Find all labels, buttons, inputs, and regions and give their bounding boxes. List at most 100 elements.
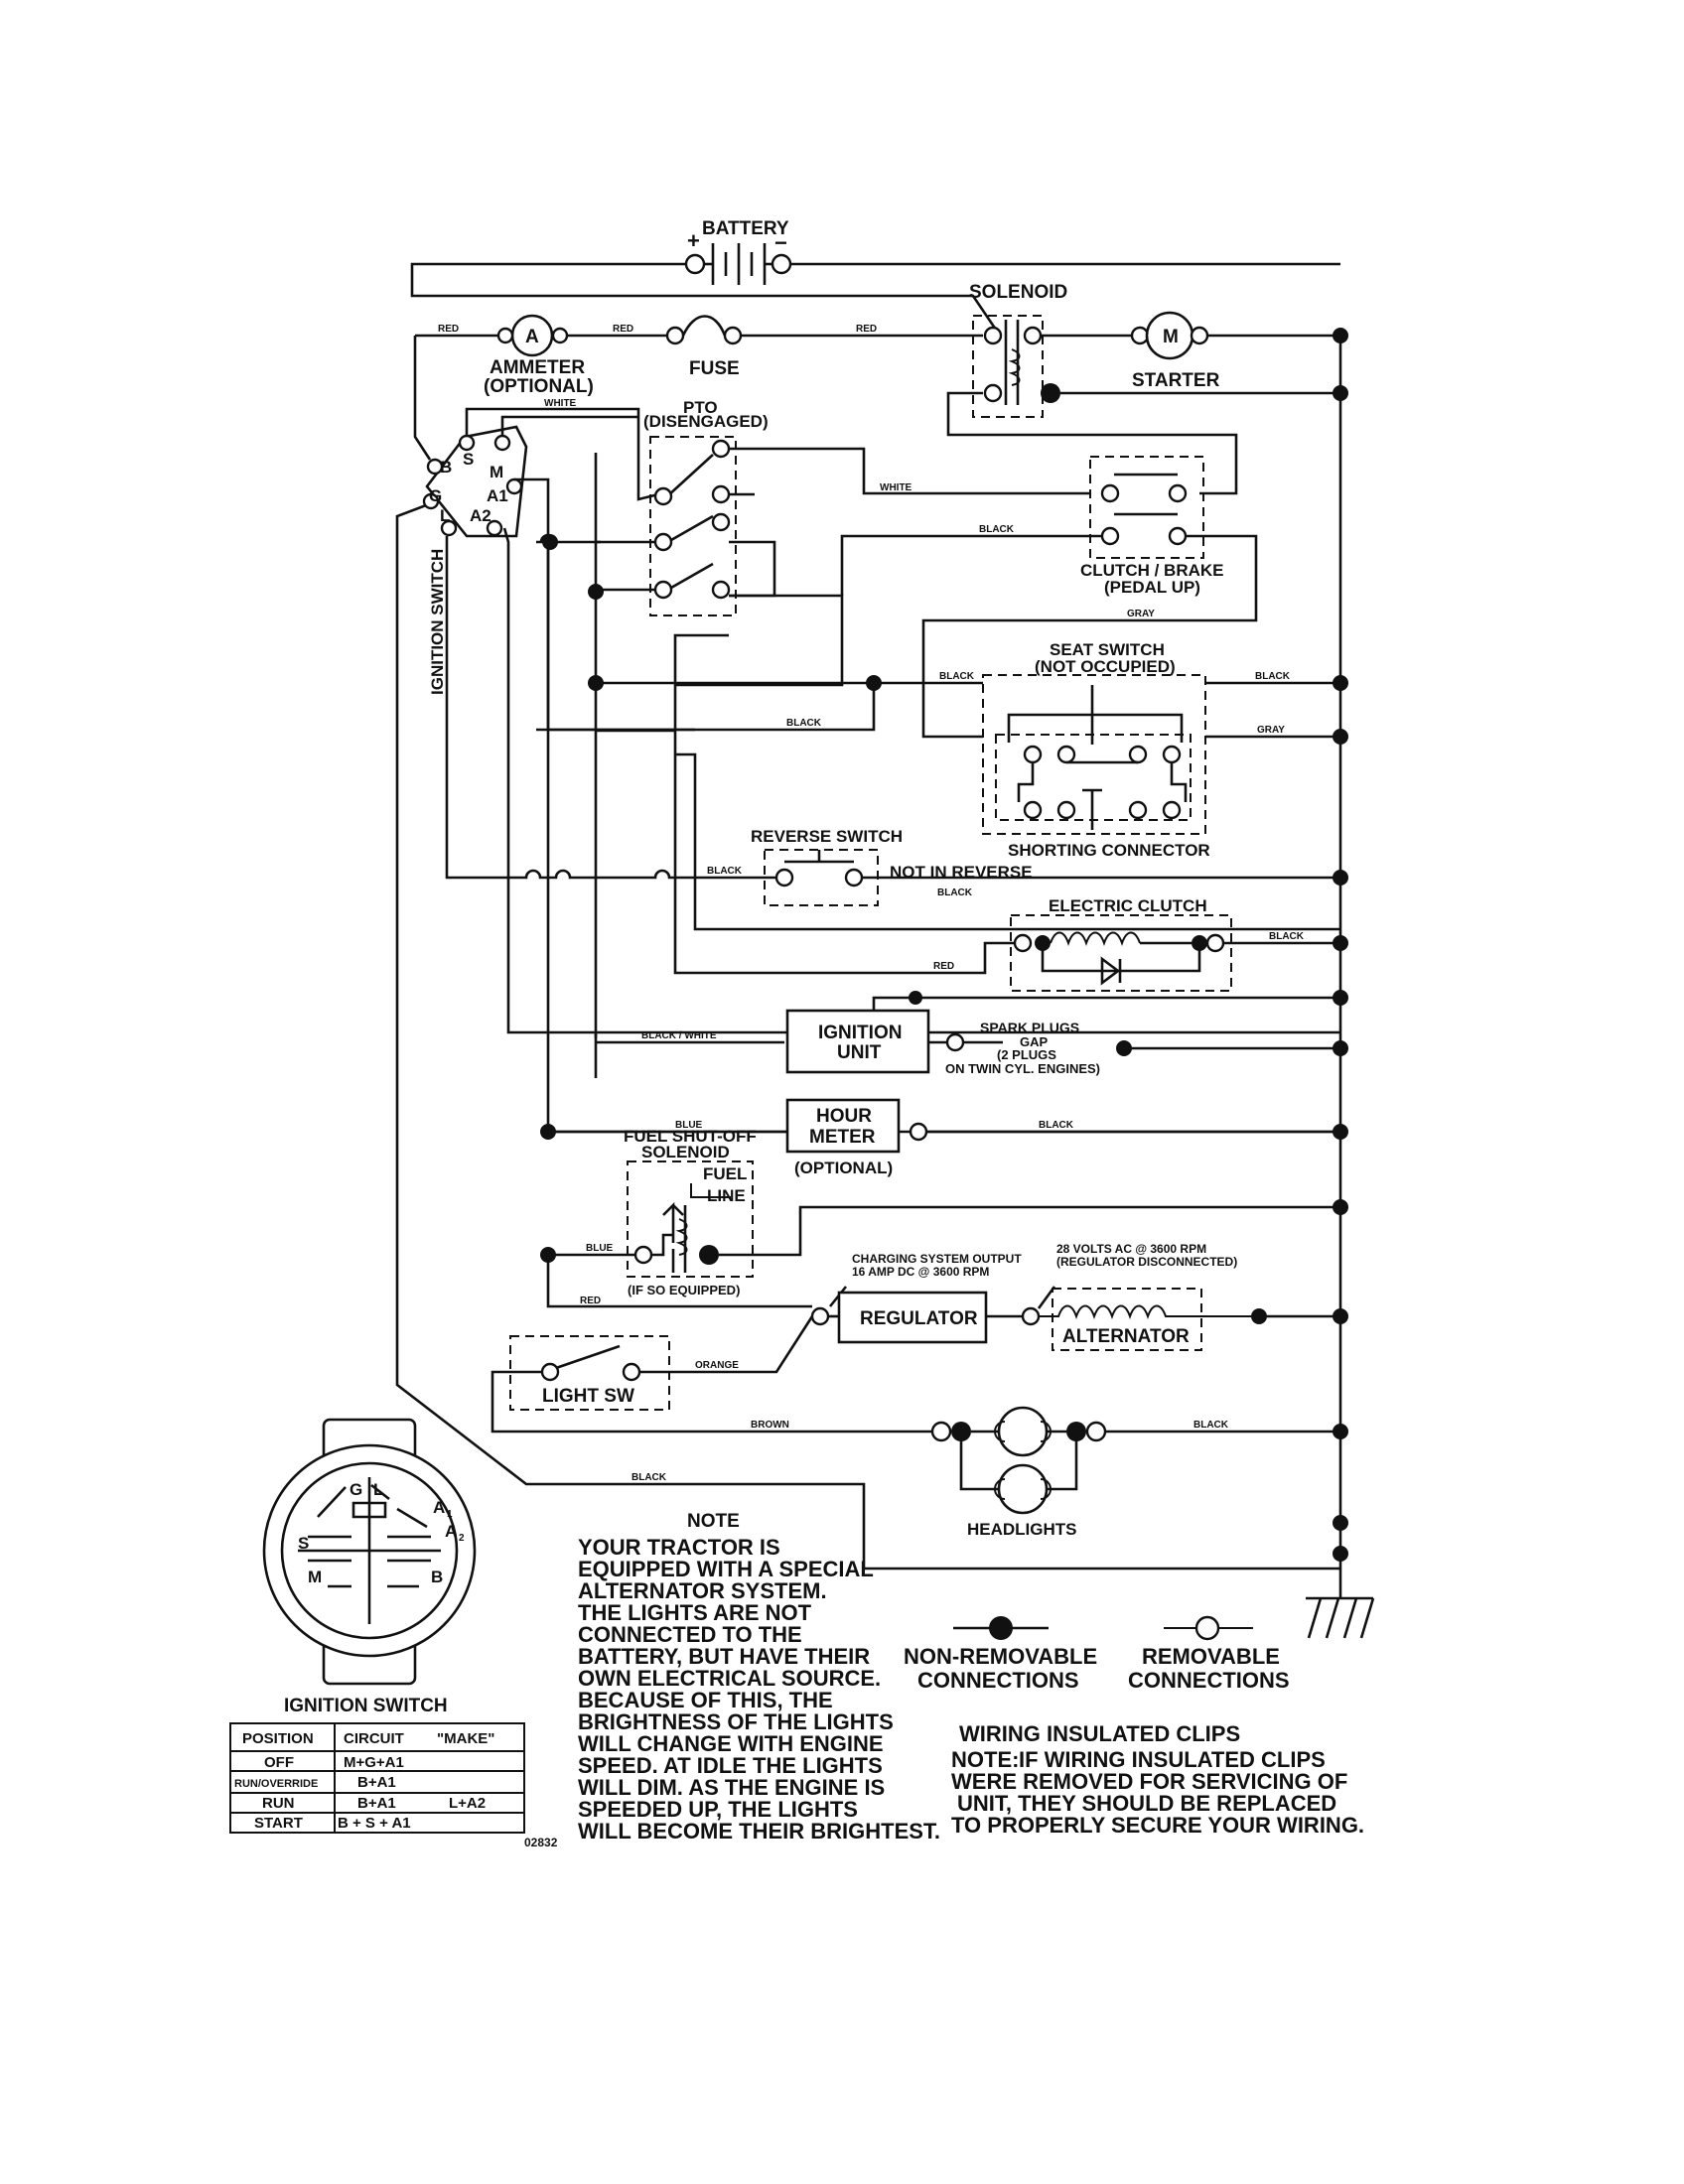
face-label-b: B (431, 1568, 443, 1586)
terminal-s: S (463, 450, 474, 469)
ignition-unit: IGNITION UNIT SPARK PLUGS GAP (2 PLUGS O… (785, 1009, 1132, 1076)
note-line: WILL DIM. AS THE ENGINE IS (578, 1775, 885, 1800)
ignition-switch-face: G L A 1 A 2 S M B (262, 1418, 477, 1686)
legend-removable-1: REMOVABLE (1142, 1644, 1280, 1669)
light-sw-label: LIGHT SW (542, 1386, 634, 1407)
pto-switch: PTO (DISENGAGED) (643, 398, 769, 616)
note-title: NOTE (687, 1511, 740, 1532)
clips-note-prefix: NOTE: (951, 1747, 1019, 1772)
terminal-b: B (440, 458, 452, 477)
note-line: SPEED. AT IDLE THE LIGHTS (578, 1753, 883, 1778)
wire-label-red-clutch: RED (933, 961, 954, 972)
wire-label-black-6: BLACK (937, 887, 973, 898)
face-label-g: G (350, 1480, 362, 1499)
wire-label-blue-1: BLUE (675, 1120, 703, 1131)
table-header-circuit: CIRCUIT (344, 1730, 404, 1747)
legend-non-removable-1: NON-REMOVABLE (904, 1644, 1097, 1669)
wire-label-black-white: BLACK / WHITE (641, 1030, 717, 1041)
table-cell-circuit: M+G+A1 (344, 1754, 404, 1771)
face-label-a2-sub: 2 (459, 1533, 465, 1544)
table-cell-position: RUN/OVERRIDE (234, 1778, 318, 1790)
clips-note-line: WERE REMOVED FOR SERVICING OF (951, 1769, 1347, 1794)
pto-state-label: (DISENGAGED) (643, 412, 769, 431)
if-so-equipped-label: (IF SO EQUIPPED) (628, 1283, 740, 1297)
starter-motor: M STARTER (1130, 311, 1220, 391)
ignition-switch-terminals: B S M G A1 L A2 (422, 425, 528, 538)
wire-label-black-headlight-ground: BLACK (632, 1472, 667, 1483)
table-cell-position: OFF (264, 1754, 294, 1771)
legend: NON-REMOVABLE CONNECTIONS REMOVABLE CONN… (904, 1615, 1290, 1693)
hour-meter: HOUR METER (OPTIONAL) (785, 1098, 928, 1177)
junction-black-1 (588, 584, 604, 600)
wire-label-black-4: BLACK (1255, 671, 1291, 682)
fuel-shutoff-solenoid: FUEL SHUT-OFF SOLENOID FUEL LINE (IF SO … (624, 1127, 757, 1297)
switch-table: POSITION CIRCUIT "MAKE" OFF M+G+A1 RUN/O… (229, 1722, 525, 1834)
battery: BATTERY + − (684, 218, 792, 285)
wire-label-brown: BROWN (751, 1420, 789, 1431)
note-line: WILL CHANGE WITH ENGINE (578, 1731, 884, 1756)
spark-plugs-label-3: (2 PLUGS (997, 1047, 1056, 1062)
charging-output-label-2: 16 AMP DC @ 3600 RPM (852, 1265, 989, 1279)
wire-label-orange: ORANGE (695, 1360, 739, 1371)
clips-note-block: WIRING INSULATED CLIPS NOTE: IF WIRING I… (951, 1721, 1364, 1838)
electric-clutch-label: ELECTRIC CLUTCH (1049, 896, 1207, 915)
junction-hour-meter (540, 1124, 556, 1140)
seat-switch-label: SEAT SWITCH (1050, 640, 1165, 659)
spark-plugs-label-1: SPARK PLUGS (980, 1020, 1079, 1035)
headlights-label: HEADLIGHTS (967, 1520, 1077, 1539)
terminal-l: L (440, 506, 450, 525)
ignition-unit-label-2: UNIT (837, 1042, 882, 1063)
regulator-label: REGULATOR (860, 1308, 978, 1329)
diagram-code: 02832 (524, 1836, 558, 1849)
solenoid: SOLENOID (969, 282, 1067, 418)
note-line: OWN ELECTRICAL SOURCE. (578, 1666, 881, 1691)
ignition-unit-label-1: IGNITION (818, 1023, 902, 1043)
note-line: SPEEDED UP, THE LIGHTS (578, 1797, 858, 1822)
face-label-a1-sub: 1 (447, 1509, 453, 1520)
wire-label-gray-2: GRAY (1257, 725, 1285, 736)
clutch-brake-switch: CLUTCH / BRAKE (PEDAL UP) (1080, 456, 1224, 597)
regulator: REGULATOR CHARGING SYSTEM OUTPUT 16 AMP … (810, 1252, 1022, 1344)
fuel-line-label-1: FUEL (703, 1164, 747, 1183)
ammeter-optional-label: (OPTIONAL) (484, 376, 594, 397)
fuel-line-label-2: LINE (707, 1186, 746, 1205)
face-label-l: L (373, 1480, 383, 1499)
clips-note-line: TO PROPERLY SECURE YOUR WIRING. (951, 1813, 1364, 1838)
terminal-m: M (490, 463, 503, 481)
note-line: YOUR TRACTOR IS (578, 1535, 780, 1560)
fuel-solenoid-label-1: FUEL SHUT-OFF (624, 1127, 757, 1146)
wire-label-black-8: BLACK (1039, 1120, 1074, 1131)
hour-meter-optional-label: (OPTIONAL) (794, 1159, 893, 1177)
wire-label-black-3: BLACK (939, 671, 975, 682)
spark-plugs-label-4: ON TWIN CYL. ENGINES) (945, 1061, 1100, 1076)
ammeter-symbol: A (525, 327, 539, 347)
wire-label-black-9: BLACK (1193, 1420, 1229, 1431)
reverse-switch: REVERSE SWITCH NOT IN REVERSE (751, 827, 1033, 906)
battery-label: BATTERY (702, 218, 789, 239)
terminal-a1: A1 (487, 486, 508, 505)
spark-plugs-label-2: GAP (1020, 1034, 1049, 1049)
starter-symbol: M (1163, 327, 1179, 347)
shorting-connector-label: SHORTING CONNECTOR (1008, 841, 1210, 860)
electric-clutch: ELECTRIC CLUTCH (1010, 896, 1232, 992)
clutch-brake-label: CLUTCH / BRAKE (1080, 561, 1224, 580)
removable-symbol (1194, 1615, 1220, 1641)
wire-label-red-regulator: RED (580, 1296, 601, 1306)
legend-non-removable-2: CONNECTIONS (917, 1668, 1079, 1693)
alternator-spec-label-1: 28 VOLTS AC @ 3600 RPM (1056, 1242, 1206, 1256)
alternator-spec-label-2: (REGULATOR DISCONNECTED) (1056, 1255, 1237, 1269)
clips-note-line: UNIT, THEY SHOULD BE REPLACED (957, 1791, 1336, 1816)
alternator-label: ALTERNATOR (1062, 1326, 1190, 1347)
hour-meter-label-2: METER (809, 1127, 876, 1148)
headlights: HEADLIGHTS (930, 1406, 1107, 1539)
note-line: WILL BECOME THEIR BRIGHTEST. (578, 1819, 940, 1843)
ammeter: A AMMETER (OPTIONAL) (484, 314, 594, 397)
fuse-label: FUSE (689, 358, 740, 379)
ignition-switch-title: IGNITION SWITCH (284, 1696, 448, 1716)
wire-label-black-5: BLACK (707, 866, 743, 877)
table-header-make: "MAKE" (437, 1730, 494, 1747)
seat-switch: SEAT SWITCH (NOT OCCUPIED) SHORTING CONN… (982, 640, 1210, 860)
charging-output-label-1: CHARGING SYSTEM OUTPUT (852, 1252, 1022, 1266)
wire-label-white-1: WHITE (544, 398, 577, 409)
wire-label-blue-2: BLUE (586, 1243, 614, 1254)
